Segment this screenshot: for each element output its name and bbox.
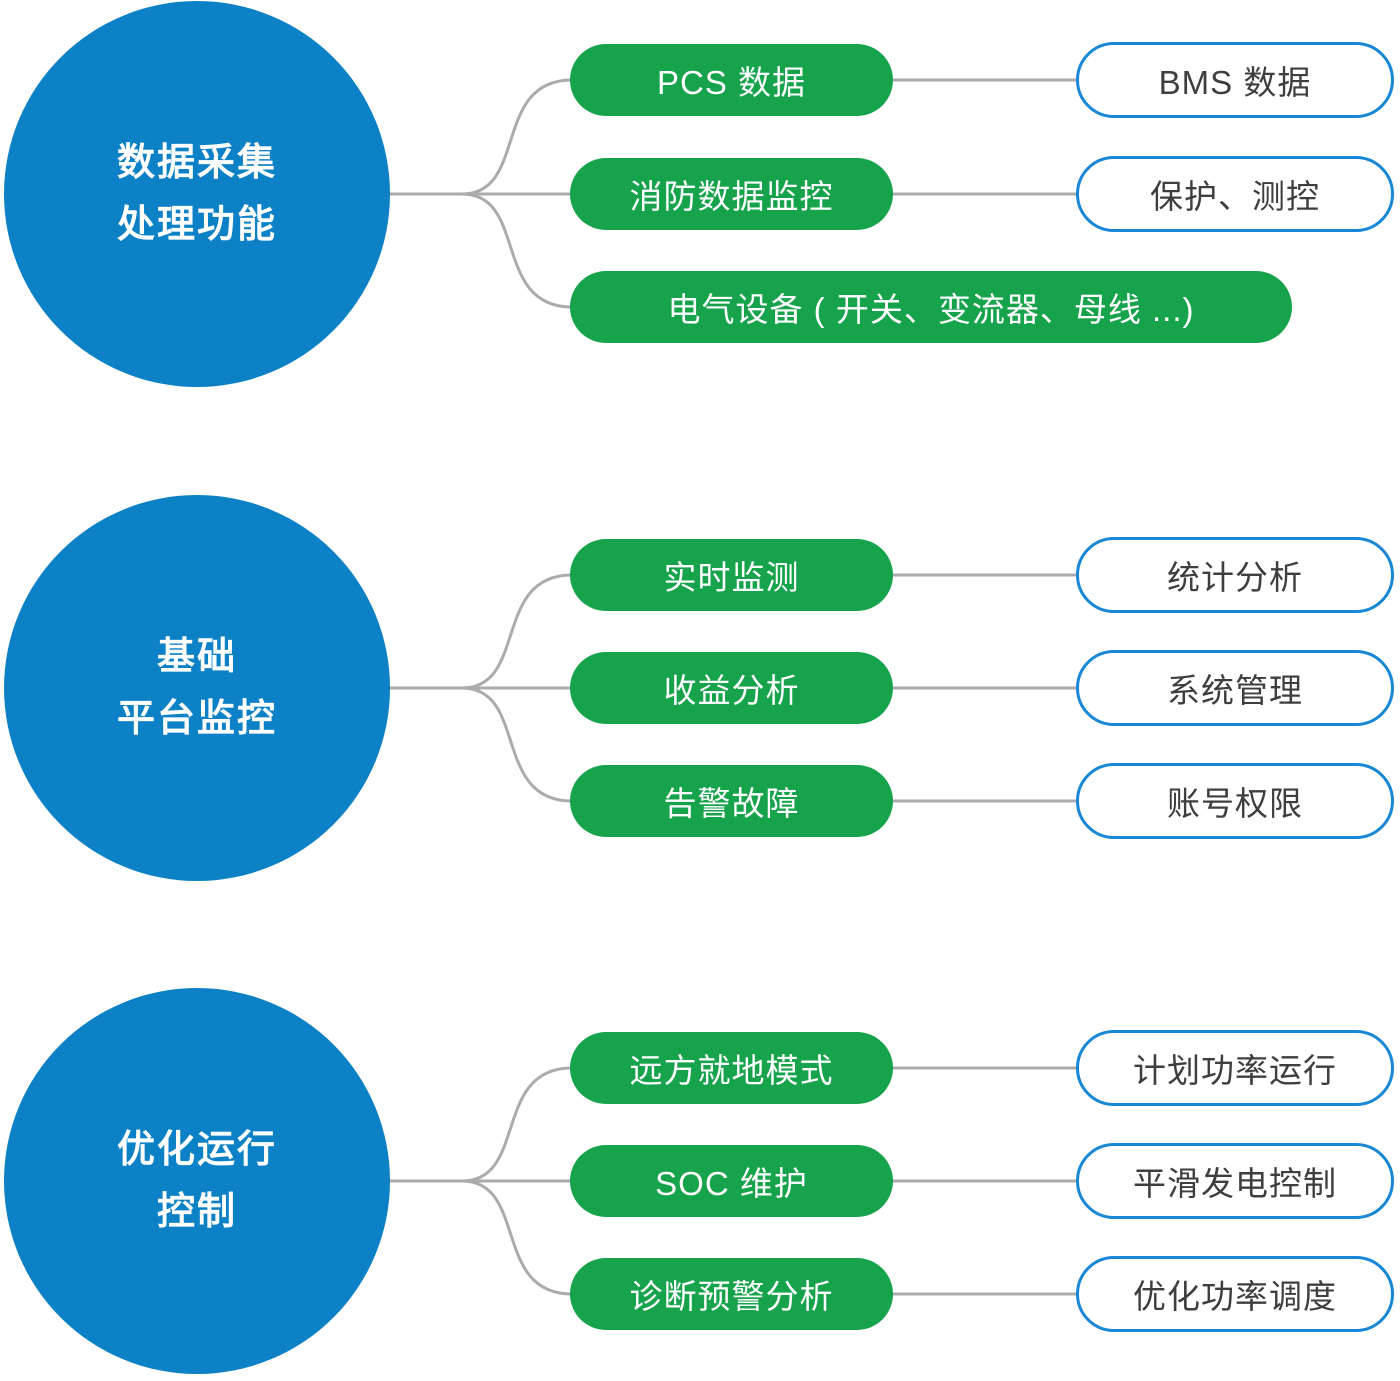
white-pill-account-permissions: 账号权限 bbox=[1076, 763, 1394, 839]
pill-label: 系统管理 bbox=[1167, 672, 1303, 709]
category-circle-platform-monitoring: 基础 平台监控 bbox=[4, 495, 390, 881]
pill-label: 统计分析 bbox=[1167, 559, 1303, 596]
pill-label: 远方就地模式 bbox=[629, 1052, 834, 1089]
circle-label-line2: 平台监控 bbox=[116, 698, 277, 740]
circle-label-line1: 数据采集 bbox=[116, 142, 277, 184]
circle-label-line1: 基础 bbox=[156, 636, 237, 678]
pill-label: 优化功率调度 bbox=[1133, 1278, 1337, 1315]
pill-label: 诊断预警分析 bbox=[629, 1278, 834, 1315]
category-circle-data-processing: 数据采集 处理功能 bbox=[4, 1, 390, 387]
pill-label: 计划功率运行 bbox=[1133, 1052, 1337, 1089]
pill-label: 电气设备 ( 开关、变流器、母线 ...) bbox=[667, 291, 1195, 328]
pill-label: 收益分析 bbox=[663, 672, 800, 709]
white-pill-optimized-power-dispatch: 优化功率调度 bbox=[1076, 1256, 1394, 1332]
green-pill-electrical-equipment: 电气设备 ( 开关、变流器、母线 ...) bbox=[570, 271, 1292, 343]
green-pill-fire-monitoring: 消防数据监控 bbox=[570, 158, 893, 230]
pill-label: BMS 数据 bbox=[1158, 64, 1312, 101]
pill-label: 账号权限 bbox=[1167, 785, 1303, 822]
green-pill-realtime-monitoring: 实时监测 bbox=[570, 539, 893, 611]
green-pill-diagnosis-warning-analysis: 诊断预警分析 bbox=[570, 1258, 893, 1330]
pill-label: 实时监测 bbox=[663, 559, 800, 596]
white-pill-statistical-analysis: 统计分析 bbox=[1076, 537, 1394, 613]
circle-label-line2: 控制 bbox=[156, 1191, 237, 1233]
white-pill-bms-data: BMS 数据 bbox=[1076, 42, 1394, 118]
white-pill-protection-control: 保护、测控 bbox=[1076, 156, 1394, 232]
green-pill-alarm-fault: 告警故障 bbox=[570, 765, 893, 837]
green-pill-soc-maintenance: SOC 维护 bbox=[570, 1145, 893, 1217]
pill-label: 平滑发电控制 bbox=[1133, 1165, 1337, 1202]
connector-section-1 bbox=[348, 78, 1080, 309]
pill-label: 告警故障 bbox=[663, 785, 800, 822]
green-pill-pcs-data: PCS 数据 bbox=[570, 44, 893, 116]
white-pill-system-management: 系统管理 bbox=[1076, 650, 1394, 726]
circle-label-line2: 处理功能 bbox=[116, 204, 277, 246]
circle-label-line1: 优化运行 bbox=[116, 1129, 277, 1171]
pill-label: 消防数据监控 bbox=[629, 178, 834, 215]
pill-label: SOC 维护 bbox=[655, 1165, 808, 1202]
green-pill-remote-local-mode: 远方就地模式 bbox=[570, 1032, 893, 1104]
white-pill-smooth-generation-control: 平滑发电控制 bbox=[1076, 1143, 1394, 1219]
category-circle-optimized-operation: 优化运行 控制 bbox=[4, 988, 390, 1374]
pill-label: 保护、测控 bbox=[1150, 178, 1320, 215]
white-pill-planned-power-operation: 计划功率运行 bbox=[1076, 1030, 1394, 1106]
pill-label: PCS 数据 bbox=[656, 64, 807, 101]
green-pill-revenue-analysis: 收益分析 bbox=[570, 652, 893, 724]
